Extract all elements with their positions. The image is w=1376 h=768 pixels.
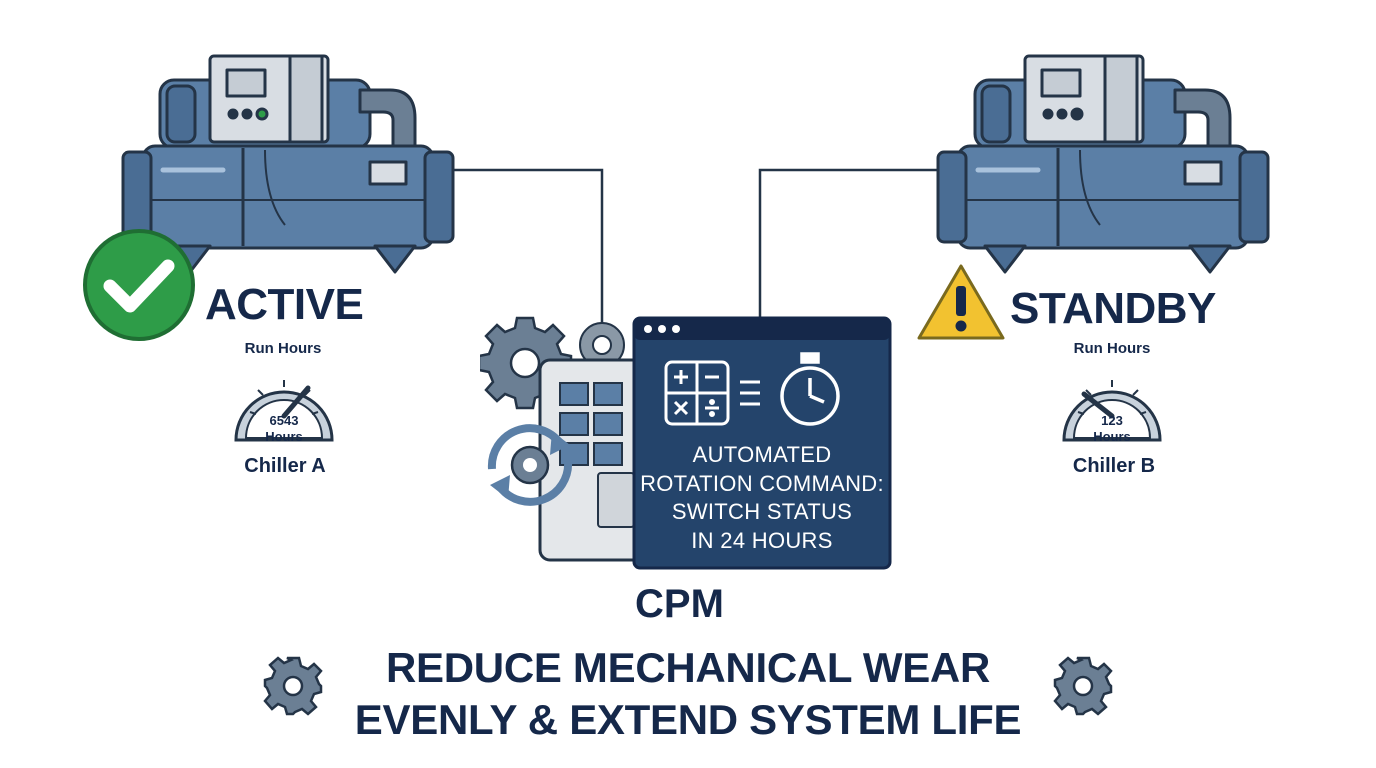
rotation-command-line-4: IN 24 HOURS (691, 528, 833, 553)
stopwatch-icon (780, 352, 840, 426)
chiller-b-run-hours-label: Run Hours (1073, 340, 1151, 357)
gear-icon (263, 656, 323, 716)
chiller-a-status: ACTIVE (205, 280, 364, 329)
check-circle-icon (83, 229, 195, 341)
chiller-b-machine (936, 54, 1270, 274)
gear-icon (1053, 656, 1113, 716)
rotate-arrows-icon (487, 424, 573, 506)
rotation-command-line-3: SWITCH STATUS (671, 499, 853, 524)
footer-headline-line-1: REDUCE MECHANICAL WEAR (386, 644, 990, 691)
chiller-b-hours-unit: Hours (1093, 429, 1131, 444)
calculator-icon (664, 360, 730, 426)
chiller-a-hours-unit: Hours (265, 429, 303, 444)
chiller-b-name: Chiller B (1072, 455, 1156, 477)
cpm-label: CPM (635, 582, 724, 626)
footer-headline-line-2: EVENLY & EXTEND SYSTEM LIFE (354, 696, 1022, 743)
chiller-a-machine (121, 54, 455, 274)
chiller-b-status: STANDBY (1010, 284, 1216, 333)
chiller-a-hours-value: 6543 (269, 413, 299, 428)
gauge-icon (1062, 380, 1162, 442)
chiller-a-run-hours-label: Run Hours (244, 340, 322, 357)
rotation-command-line-1: AUTOMATED (692, 442, 832, 467)
cpm-command-window (632, 316, 892, 570)
rotation-command-line-2: ROTATION COMMAND: (640, 471, 884, 496)
chiller-b-hours-value: 123 (1101, 413, 1123, 428)
gear-icon (579, 322, 625, 368)
warning-triangle-icon (917, 264, 1005, 340)
chiller-a-name: Chiller A (244, 455, 326, 477)
cpm-scheduler-graphic (480, 316, 650, 562)
gauge-icon (234, 380, 334, 442)
